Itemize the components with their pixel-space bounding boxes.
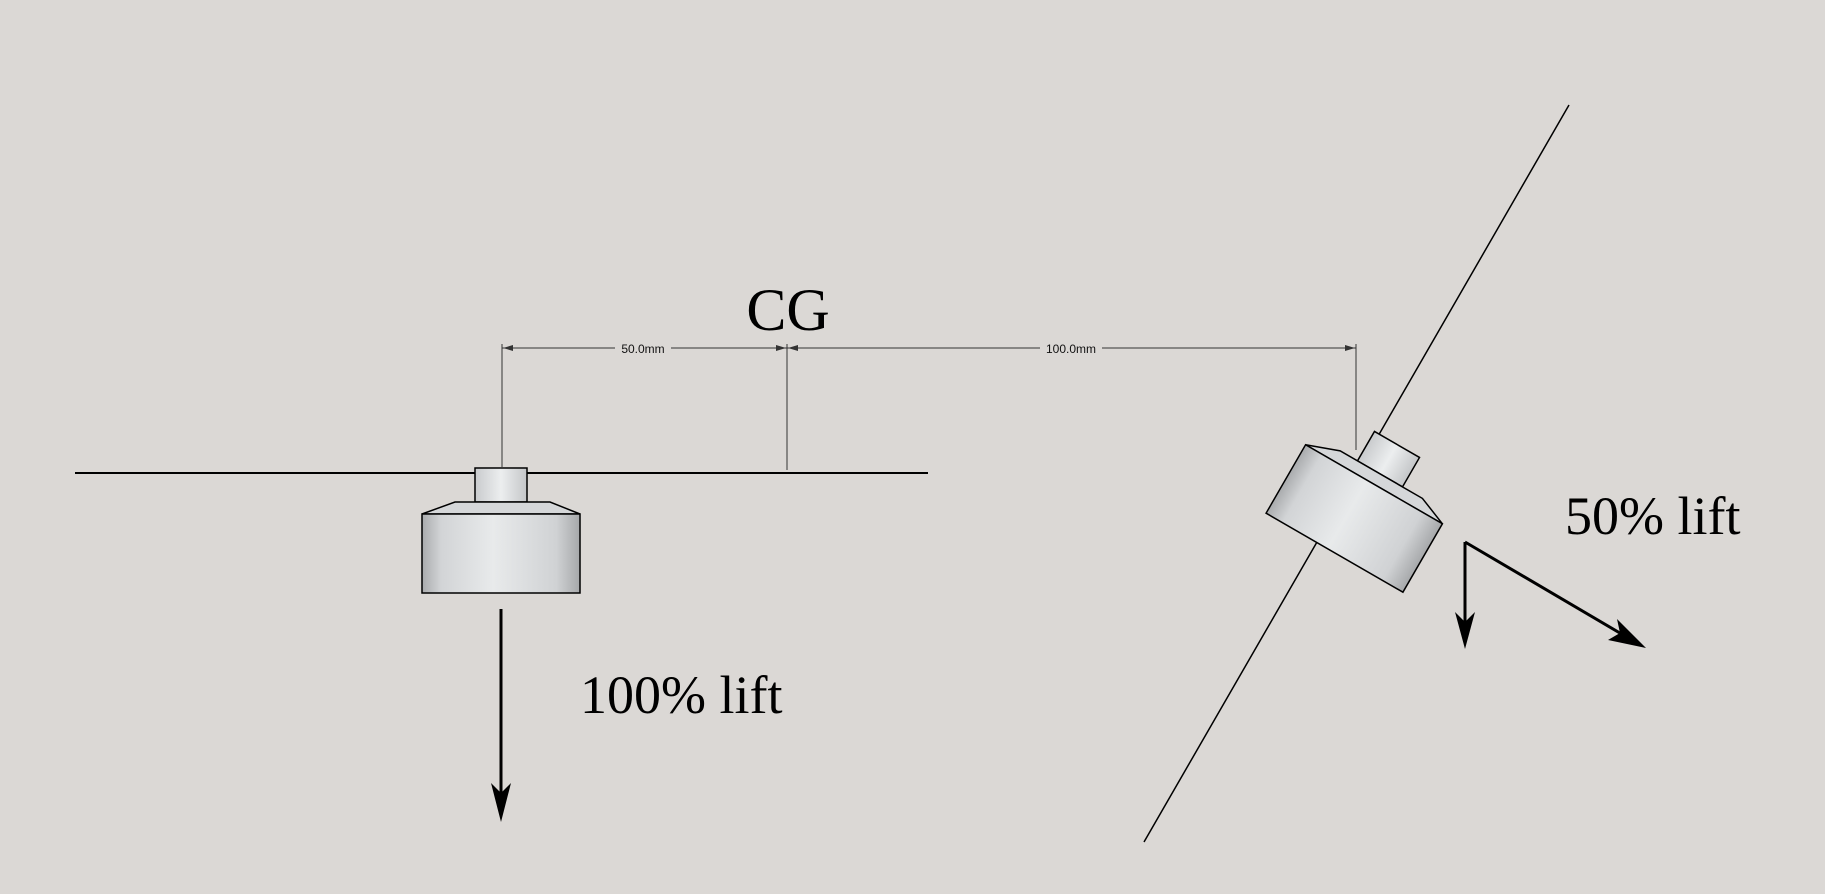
motor-level-body (421, 513, 581, 594)
lift-label-full: 100% lift (580, 665, 782, 725)
motor-level (421, 467, 581, 594)
lift-label-half: 50% lift (1565, 486, 1740, 546)
motor-level-top-chamfer (421, 501, 581, 515)
motor-tilted-body (1265, 443, 1444, 594)
dimension-lines (501, 344, 1357, 470)
motor-level-shaft (474, 467, 528, 503)
cg-label: CG (746, 277, 829, 343)
motor-tilted (1265, 430, 1444, 594)
dimension-label-left: 50.0mm (621, 342, 664, 356)
dimension-label-right: 100.0mm (1046, 342, 1096, 356)
lift-arrows-half (1455, 540, 1646, 649)
dimension-arrowheads (503, 345, 1355, 351)
lift-arrow-full (491, 609, 511, 822)
